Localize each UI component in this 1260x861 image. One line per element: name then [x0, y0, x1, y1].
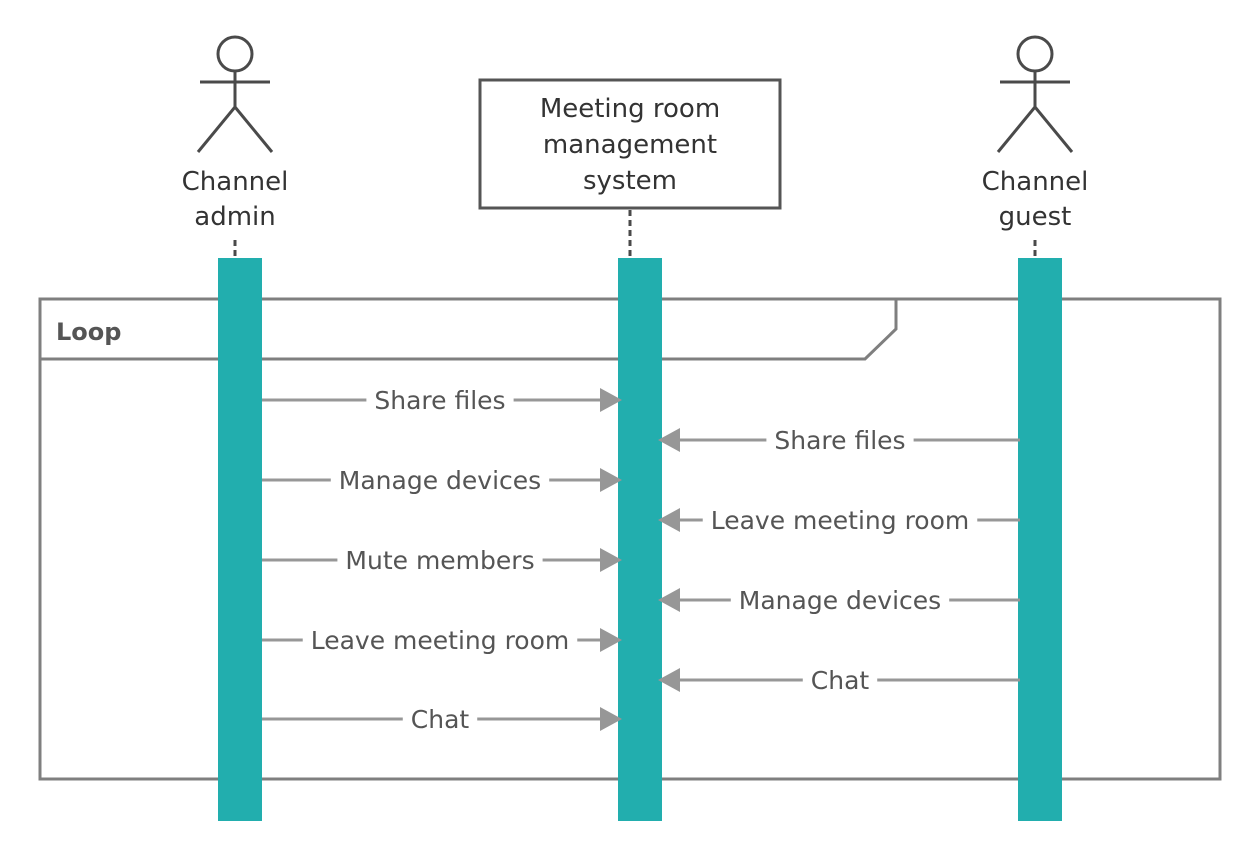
arrowhead-icon: [600, 707, 622, 731]
stick-figure-icon: [996, 35, 1074, 153]
arrowhead-icon: [658, 588, 680, 612]
message-label: Share files: [374, 386, 505, 415]
actor-channel-guest: Channel guest: [982, 35, 1089, 232]
message-arrow: Chat: [658, 666, 1020, 695]
stick-figure-icon: [196, 35, 274, 153]
message-label: Manage devices: [739, 586, 941, 615]
actor-label-line: Channel: [982, 167, 1089, 197]
message-label: Chat: [411, 705, 470, 734]
message-arrow: Manage devices: [658, 586, 1020, 615]
arrowhead-icon: [600, 388, 622, 412]
activation-bar-system: [618, 258, 662, 821]
actor-label-line: Channel: [182, 167, 289, 197]
message-label: Share files: [774, 426, 905, 455]
arrowhead-icon: [600, 548, 622, 572]
message-arrow: Leave meeting room: [658, 506, 1020, 535]
message-arrow: Share files: [262, 386, 622, 415]
loop-frame-tab: [40, 299, 898, 361]
message-arrow: Leave meeting room: [262, 626, 622, 655]
actor-label-line: admin: [194, 202, 275, 232]
message-label: Leave meeting room: [311, 626, 570, 655]
actor-channel-admin: Channel admin: [182, 35, 289, 232]
message-label: Manage devices: [339, 466, 541, 495]
lifeline-stubs: [233, 210, 1037, 260]
loop-frame-label: Loop: [56, 318, 121, 346]
system-label-line: system: [583, 166, 677, 196]
activation-bar-admin: [218, 258, 262, 821]
message-arrow: Share files: [658, 426, 1020, 455]
participant-meeting-room-system: Meeting room management system: [478, 78, 782, 210]
message-arrow: Manage devices: [262, 466, 622, 495]
message-label: Chat: [811, 666, 870, 695]
message-arrow: Mute members: [262, 546, 622, 575]
message-arrow: Chat: [262, 705, 622, 734]
message-label: Mute members: [345, 546, 534, 575]
arrowhead-icon: [658, 428, 680, 452]
actor-label-line: guest: [999, 202, 1072, 232]
activation-bar-guest: [1018, 258, 1062, 821]
message-label: Leave meeting room: [711, 506, 970, 535]
arrowhead-icon: [658, 668, 680, 692]
system-box: [478, 78, 782, 210]
arrowhead-icon: [600, 468, 622, 492]
arrowhead-icon: [658, 508, 680, 532]
activation-bars: [218, 258, 1062, 821]
system-label-line: management: [543, 130, 717, 160]
system-label-line: Meeting room: [540, 94, 720, 124]
arrowhead-icon: [600, 628, 622, 652]
